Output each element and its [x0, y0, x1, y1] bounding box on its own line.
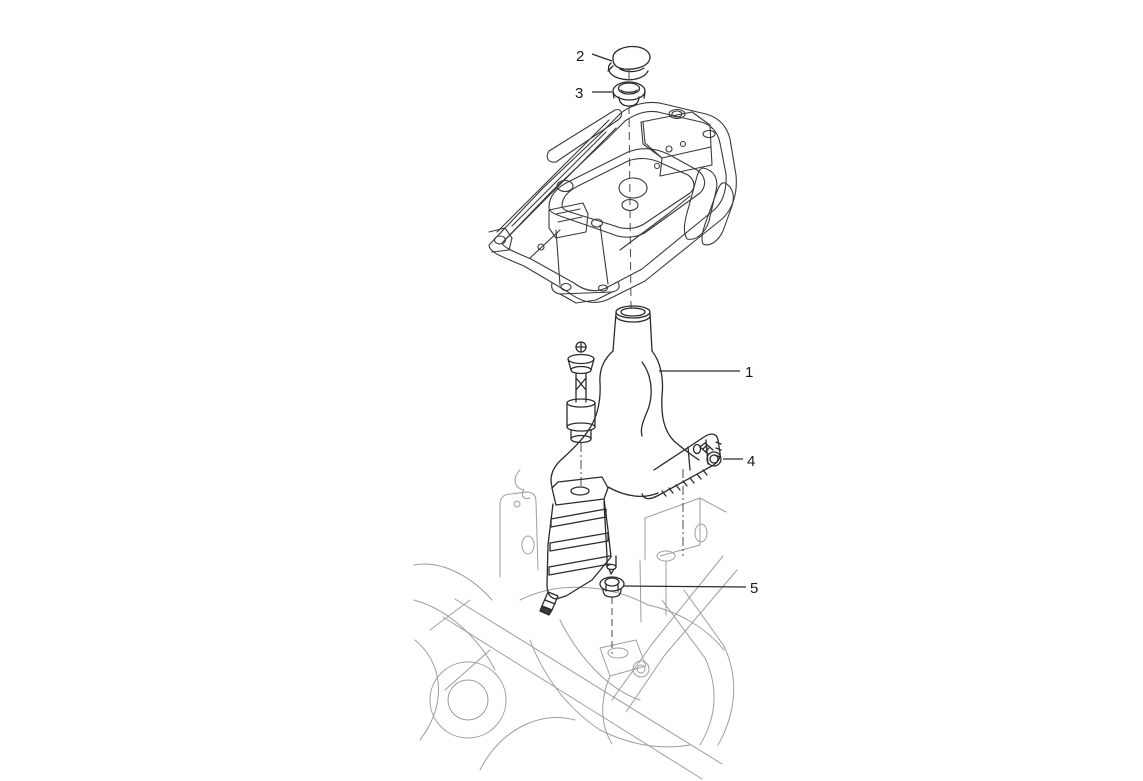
frame-platform	[548, 148, 706, 238]
frame-right-rail	[683, 167, 718, 240]
filler-cap	[607, 45, 651, 81]
tank-spout	[539, 591, 559, 616]
callout-label-3: 3	[575, 85, 583, 102]
frame-outer-rim	[488, 101, 737, 303]
tank-outlet-nipple	[606, 555, 617, 575]
callout-label-4: 4	[747, 453, 755, 470]
engine-frame-assembly	[413, 469, 738, 780]
callout-label-1: 1	[745, 364, 753, 381]
frame-pillar	[499, 491, 539, 578]
cap-centerline	[628, 105, 632, 309]
flange-bolt	[699, 442, 722, 467]
tank-ribs	[548, 508, 611, 576]
filler-pass-through-hole	[618, 177, 648, 199]
callout-labels: 1 2 3 4 5	[575, 48, 758, 597]
rear-frame-assembly	[488, 101, 737, 304]
leader-line-2	[591, 53, 613, 62]
leader-line-5	[622, 585, 747, 588]
filler-neck	[615, 305, 651, 319]
crankcase-circle	[429, 661, 507, 739]
tank-body-right	[651, 350, 700, 461]
frame-left-rail	[546, 109, 623, 163]
callout-label-5: 5	[750, 580, 758, 597]
callout-label-2: 2	[576, 48, 584, 65]
mounting-grommet	[599, 576, 625, 598]
level-sensor	[566, 341, 596, 444]
filler-neck-seal	[612, 81, 646, 107]
frame-latch-detail	[548, 202, 589, 239]
sensor-boss	[551, 476, 609, 506]
cap-top	[612, 45, 651, 70]
frame-cross-member	[644, 497, 727, 519]
grommet-mount-boss	[599, 639, 647, 677]
mounting-bracket-arm	[641, 433, 721, 500]
callout-leaders	[591, 53, 747, 588]
reservoir-tank	[539, 305, 722, 616]
frame-left-flange	[488, 227, 513, 253]
alignment-centerlines	[580, 69, 684, 654]
tank-body-left	[550, 350, 614, 488]
